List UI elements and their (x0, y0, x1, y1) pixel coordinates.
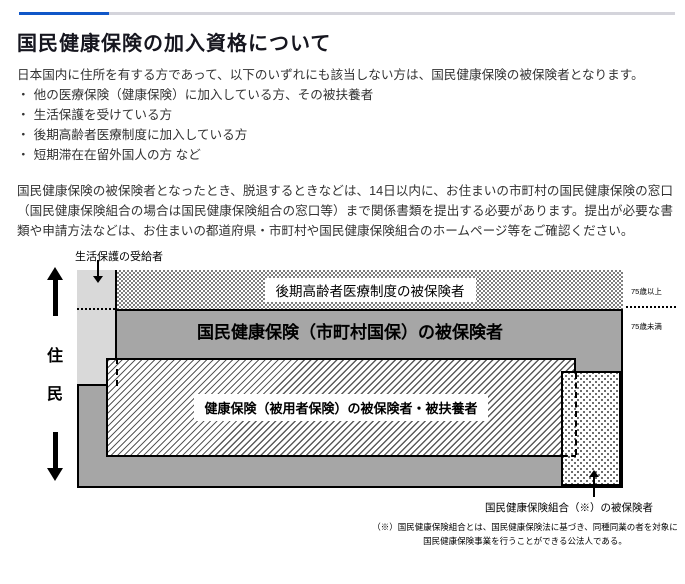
arrow-shaft (97, 260, 99, 276)
bullet-icon: ・ (17, 88, 30, 102)
age75-hidden-line (77, 308, 115, 310)
intro-block: 日本国内に住所を有する方であって、以下のいずれにも該当しない方は、国民健康保険の… (17, 65, 673, 165)
employee-insurance-box: 健康保険（被用者保険）の被保険者・被扶養者 (106, 358, 576, 457)
list-item: ・短期滞在在留外国人の方 など (17, 145, 673, 165)
list-item-text: 後期高齢者医療制度に加入している方 (33, 128, 248, 142)
hidden-edge-dotted (116, 358, 118, 386)
hidden-edge-dotted (563, 455, 576, 457)
late-elderly-label: 後期高齢者医療制度の被保険者 (264, 277, 476, 302)
list-item-text: 他の医療保険（健康保険）に加入している方、その被扶養者 (33, 88, 374, 102)
arrow-shaft (52, 432, 58, 468)
list-item: ・他の医療保険（健康保険）に加入している方、その被扶養者 (17, 85, 673, 105)
bullet-icon: ・ (17, 128, 30, 142)
bullet-icon: ・ (17, 108, 30, 122)
arrow-down-icon (93, 260, 103, 283)
intro-text: 日本国内に住所を有する方であって、以下のいずれにも該当しない方は、国民健康保険の… (17, 68, 644, 82)
late-elderly-band: 後期高齢者医療制度の被保険者 (117, 270, 623, 311)
list-item: ・後期高齢者医療制度に加入している方 (17, 125, 673, 145)
hidden-edge-dotted (575, 373, 577, 455)
arrow-head (47, 267, 63, 280)
section-divider (19, 12, 675, 15)
residents-axis-char-bottom: 民 (47, 386, 64, 403)
welfare-recipients-label: 生活保護の受給者 (75, 251, 163, 263)
arrow-shaft (52, 280, 58, 316)
arrow-head (589, 470, 599, 477)
residents-axis-char-top: 住 (47, 348, 64, 365)
age-divider-dotted-line (626, 306, 676, 308)
arrow-up-icon (589, 470, 599, 497)
procedure-text: 国民健康保険の被保険者となったとき、脱退するときなどは、14日以内に、お住まいの… (17, 184, 673, 238)
residents-axis-arrow-up-icon (47, 267, 63, 316)
age-over-75-label: 75歳以上 (631, 287, 662, 296)
list-item: ・生活保護を受けている方 (17, 105, 673, 125)
municipal-insurance-label: 国民健康保険（市町村国保）の被保険者 (197, 323, 503, 342)
arrow-shaft (593, 477, 595, 497)
kumiai-insured-label: 国民健康保険組合（※）の被保険者 (485, 502, 653, 514)
bullet-icon: ・ (17, 148, 30, 162)
age-under-75-label: 75歳未満 (631, 322, 662, 331)
list-item-text: 生活保護を受けている方 (33, 108, 173, 122)
national-insurance-region: 後期高齢者医療制度の被保険者 国民健康保険（市町村国保）の被保険者 健康保険（被… (77, 270, 623, 488)
residents-axis-arrow-down-icon (47, 432, 63, 481)
section-divider-accent (19, 12, 109, 15)
employee-insurance-label: 健康保険（被用者保険）の被保険者・被扶養者 (194, 394, 488, 421)
footnote-line1: （※）国民健康保険組合とは、国民健康保険法に基づき、同種同業の者を対象に (372, 522, 678, 532)
kumiai-insurance-box (561, 371, 621, 486)
footnote-line2: 国民健康保険事業を行うことができる公法人である。 (423, 535, 627, 546)
arrow-head (47, 468, 63, 481)
list-item-text: 短期滞在在留外国人の方 など (33, 148, 201, 162)
page-title: 国民健康保険の加入資格について (17, 33, 332, 55)
arrow-head (93, 276, 103, 283)
footnote: （※）国民健康保険組合とは、国民健康保険法に基づき、同種同業の者を対象に 国民健… (353, 521, 685, 548)
